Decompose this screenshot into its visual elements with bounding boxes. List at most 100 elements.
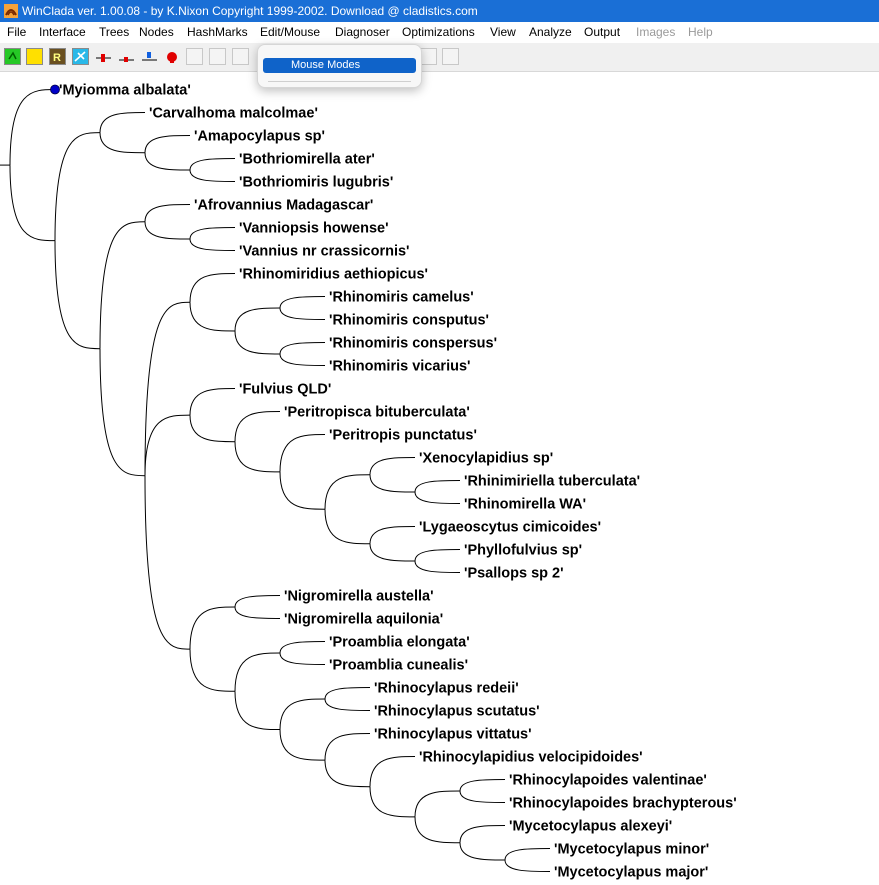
- tree-branch: [189, 415, 236, 443]
- tree-branch: [414, 790, 461, 817]
- menu-bar: File Interface Trees Nodes HashMarks Edit/Mou…: [0, 22, 879, 43]
- tree-branch: [9, 89, 56, 166]
- taxon-label[interactable]: 'Rhinimiriella tuberculata': [464, 474, 640, 490]
- taxon-label[interactable]: 'Proamblia cunealis': [329, 658, 468, 674]
- tree-branch: [144, 414, 191, 476]
- red-dot-icon[interactable]: [163, 48, 180, 65]
- taxon-label[interactable]: 'Amapocylapus sp': [194, 129, 325, 145]
- taxon-label[interactable]: 'Afrovannius Madagascar': [194, 198, 373, 214]
- taxon-label[interactable]: 'Peritropis punctatus': [329, 428, 477, 444]
- hashmark-red-icon[interactable]: [94, 48, 111, 65]
- taxon-label[interactable]: 'Rhinomirella WA': [464, 497, 586, 513]
- tree-branch: [189, 158, 236, 171]
- taxon-label[interactable]: 'Psallops sp 2': [464, 566, 564, 582]
- menu-optimizations[interactable]: Optimizations: [402, 25, 475, 39]
- taxon-label[interactable]: 'Bothriomirella ater': [239, 152, 375, 168]
- tree-branch: [324, 687, 371, 700]
- tree-branch: [459, 779, 506, 792]
- tree-branch: [144, 204, 191, 222]
- selected-node-marker[interactable]: [50, 84, 60, 95]
- menu-nodes[interactable]: Nodes: [139, 25, 174, 39]
- tree-branch: [99, 112, 146, 133]
- menu-hashmarks[interactable]: HashMarks: [187, 25, 248, 39]
- taxon-label[interactable]: 'Vannius nr crassicornis': [239, 244, 410, 260]
- tree-branch: [234, 411, 281, 442]
- taxon-label[interactable]: 'Vanniopsis howense': [239, 221, 389, 237]
- taxon-label[interactable]: 'Fulvius QLD': [239, 382, 331, 398]
- menu-trees[interactable]: Trees: [99, 25, 130, 39]
- taxon-label[interactable]: 'Nigromirella aquilonia': [284, 612, 443, 628]
- taxon-label[interactable]: 'Rhinocylapus redeii': [374, 681, 519, 697]
- winclada-icon[interactable]: [4, 48, 21, 65]
- cladogram[interactable]: 'Myiomma albalata' 'Carvalhoma malcolmae'…: [0, 72, 879, 885]
- tree-branch: [279, 342, 326, 355]
- tree-branch: [279, 652, 326, 665]
- disabled-icon: [232, 48, 249, 65]
- menu-item-mouse-modes[interactable]: Mouse Modes: [263, 58, 416, 73]
- taxon-label[interactable]: 'Nigromirella austella': [284, 589, 434, 605]
- hashmark-blue-icon[interactable]: [140, 48, 157, 65]
- tree-branches: [0, 89, 551, 872]
- menu-diagnoser[interactable]: Diagnoser: [335, 25, 390, 39]
- tree-branch: [144, 301, 191, 476]
- winclada-app-icon: [4, 4, 18, 18]
- taxon-label[interactable]: 'Rhinomiris camelus': [329, 290, 474, 306]
- tree-branch: [369, 756, 416, 787]
- taxon-label[interactable]: 'Myiomma albalata': [59, 83, 191, 99]
- taxon-label[interactable]: 'Peritropisca bituberculata': [284, 405, 470, 421]
- taxon-label[interactable]: 'Lygaeoscytus cimicoides': [419, 520, 601, 536]
- taxon-label[interactable]: 'Rhinomiris vicarius': [329, 359, 470, 375]
- tree-branch: [324, 509, 371, 545]
- menu-edit-mouse[interactable]: Edit/Mouse: [260, 25, 321, 39]
- taxon-label[interactable]: 'Mycetocylapus minor': [554, 842, 709, 858]
- tree-branch: [189, 273, 236, 303]
- taxon-label[interactable]: 'Xenocylapidius sp': [419, 451, 553, 467]
- disabled-icon: [420, 48, 437, 65]
- tree-branch: [414, 480, 461, 493]
- tree-branch: [144, 135, 191, 153]
- tree-branch: [324, 698, 371, 711]
- taxon-label[interactable]: 'Rhinocylapoides valentinae': [509, 773, 707, 789]
- taxon-label[interactable]: 'Mycetocylapus major': [554, 865, 708, 881]
- taxon-label[interactable]: 'Rhinomiris consputus': [329, 313, 489, 329]
- tree-branch: [189, 388, 236, 416]
- tree-branch: [279, 698, 326, 730]
- tree-branch: [414, 560, 461, 573]
- tree-branch: [414, 549, 461, 562]
- window-title: WinClada ver. 1.00.08 - by K.Nixon Copyr…: [22, 4, 478, 18]
- edit-mouse-dropdown: Mouse Modes: [257, 44, 422, 88]
- taxon-label[interactable]: 'Bothriomiris lugubris': [239, 175, 393, 191]
- menu-interface[interactable]: Interface: [39, 25, 86, 39]
- r-icon[interactable]: R: [49, 48, 66, 65]
- taxon-label[interactable]: 'Rhinocylapus vittatus': [374, 727, 532, 743]
- menu-item-label: Mouse Modes: [291, 59, 361, 71]
- tree-branch: [99, 348, 146, 477]
- menu-output[interactable]: Output: [584, 25, 621, 39]
- tree-branch: [234, 652, 281, 692]
- taxon-label[interactable]: 'Proamblia elongata': [329, 635, 470, 651]
- taxon-label[interactable]: 'Rhinomiridius aethiopicus': [239, 267, 428, 283]
- tree-branch: [9, 165, 56, 242]
- taxon-label[interactable]: 'Rhinomiris conspersus': [329, 336, 497, 352]
- tree-branch: [279, 296, 326, 309]
- taxon-label[interactable]: 'Carvalhoma malcolmae': [149, 106, 318, 122]
- tree-branch: [189, 302, 236, 332]
- tree-branch: [234, 606, 281, 619]
- taxon-label[interactable]: 'Phyllofulvius sp': [464, 543, 582, 559]
- taxon-label[interactable]: 'Rhinocylapoides brachypterous': [509, 796, 737, 812]
- taxon-label[interactable]: 'Rhinocylapus scutatus': [374, 704, 540, 720]
- taxon-label[interactable]: 'Mycetocylapus alexeyi': [509, 819, 672, 835]
- plane-icon[interactable]: [72, 48, 89, 65]
- hashmark-small-icon[interactable]: [117, 48, 134, 65]
- tree-branch: [324, 733, 371, 761]
- taxon-label[interactable]: 'Rhinocylapidius velocipidoides': [419, 750, 643, 766]
- tree-branch: [279, 471, 326, 510]
- file-icon[interactable]: [26, 48, 43, 65]
- menu-file[interactable]: File: [7, 25, 27, 39]
- tree-branch: [279, 434, 326, 472]
- menu-view[interactable]: View: [490, 25, 516, 39]
- tree-branch: [279, 729, 326, 761]
- tree-branch: [144, 152, 191, 171]
- title-bar: WinClada ver. 1.00.08 - by K.Nixon Copyr…: [0, 0, 879, 22]
- menu-analyze[interactable]: Analyze: [529, 25, 572, 39]
